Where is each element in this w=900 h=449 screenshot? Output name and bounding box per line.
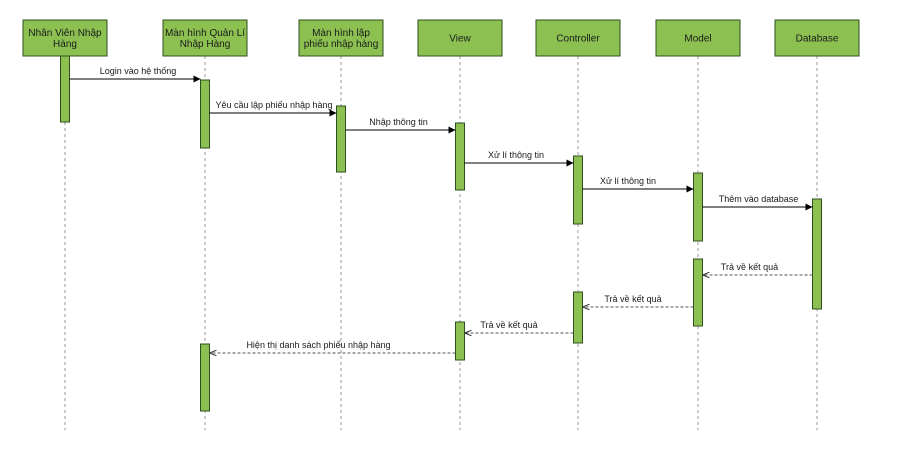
participant-db: Database [774, 19, 860, 57]
activation-bar-db [812, 198, 822, 310]
activation-bar-ql [200, 79, 210, 149]
activation-bar-model [693, 258, 703, 327]
activation-bar-view [455, 321, 465, 361]
participant-label: Màn hình lập [312, 28, 370, 39]
activation-bar-ctrl [573, 155, 583, 225]
participant-box [298, 19, 384, 57]
participant-box [774, 19, 860, 57]
participant-box [22, 19, 108, 57]
message-label: Xử lí thông tin [600, 176, 656, 186]
participant-label: Nhập Hàng [180, 39, 231, 50]
message-label: Trả về kết quả [721, 262, 778, 272]
participant-label: Model [684, 34, 711, 45]
participant-label: phiếu nhập hàng [304, 38, 379, 50]
participant-box [417, 19, 503, 57]
participant-label: Database [796, 34, 839, 45]
participant-label: Nhân Viên Nhập [28, 28, 102, 39]
activation-bar-lap [336, 105, 346, 173]
message-label: Login vào hệ thống [100, 66, 177, 76]
participant-box [162, 19, 248, 57]
activation-bar-ql [200, 343, 210, 412]
participant-box [655, 19, 741, 57]
participant-view: View [417, 19, 503, 57]
activation-bar-ctrl [573, 291, 583, 344]
participant-label: View [449, 34, 471, 45]
participant-label: Hàng [53, 39, 77, 50]
message-label: Trả về kết quả [480, 320, 537, 330]
activation-bar-nv [60, 53, 70, 123]
message-label: Nhập thông tin [369, 117, 428, 127]
participant-model: Model [655, 19, 741, 57]
activation-bar-view [455, 122, 465, 191]
participant-label: Màn hình Quản Lí [165, 28, 245, 39]
message-label: Hiện thị danh sách phiếu nhập hàng [246, 340, 390, 350]
message-label: Yêu cầu lập phiếu nhập hàng [215, 100, 332, 110]
participant-box [535, 19, 621, 57]
message-label: Xử lí thông tin [488, 150, 544, 160]
message-label: Thêm vào database [719, 194, 799, 204]
participant-ctrl: Controller [535, 19, 621, 57]
activation-bar-model [693, 172, 703, 242]
participant-label: Controller [556, 34, 600, 45]
message-label: Trả về kết quả [604, 294, 661, 304]
